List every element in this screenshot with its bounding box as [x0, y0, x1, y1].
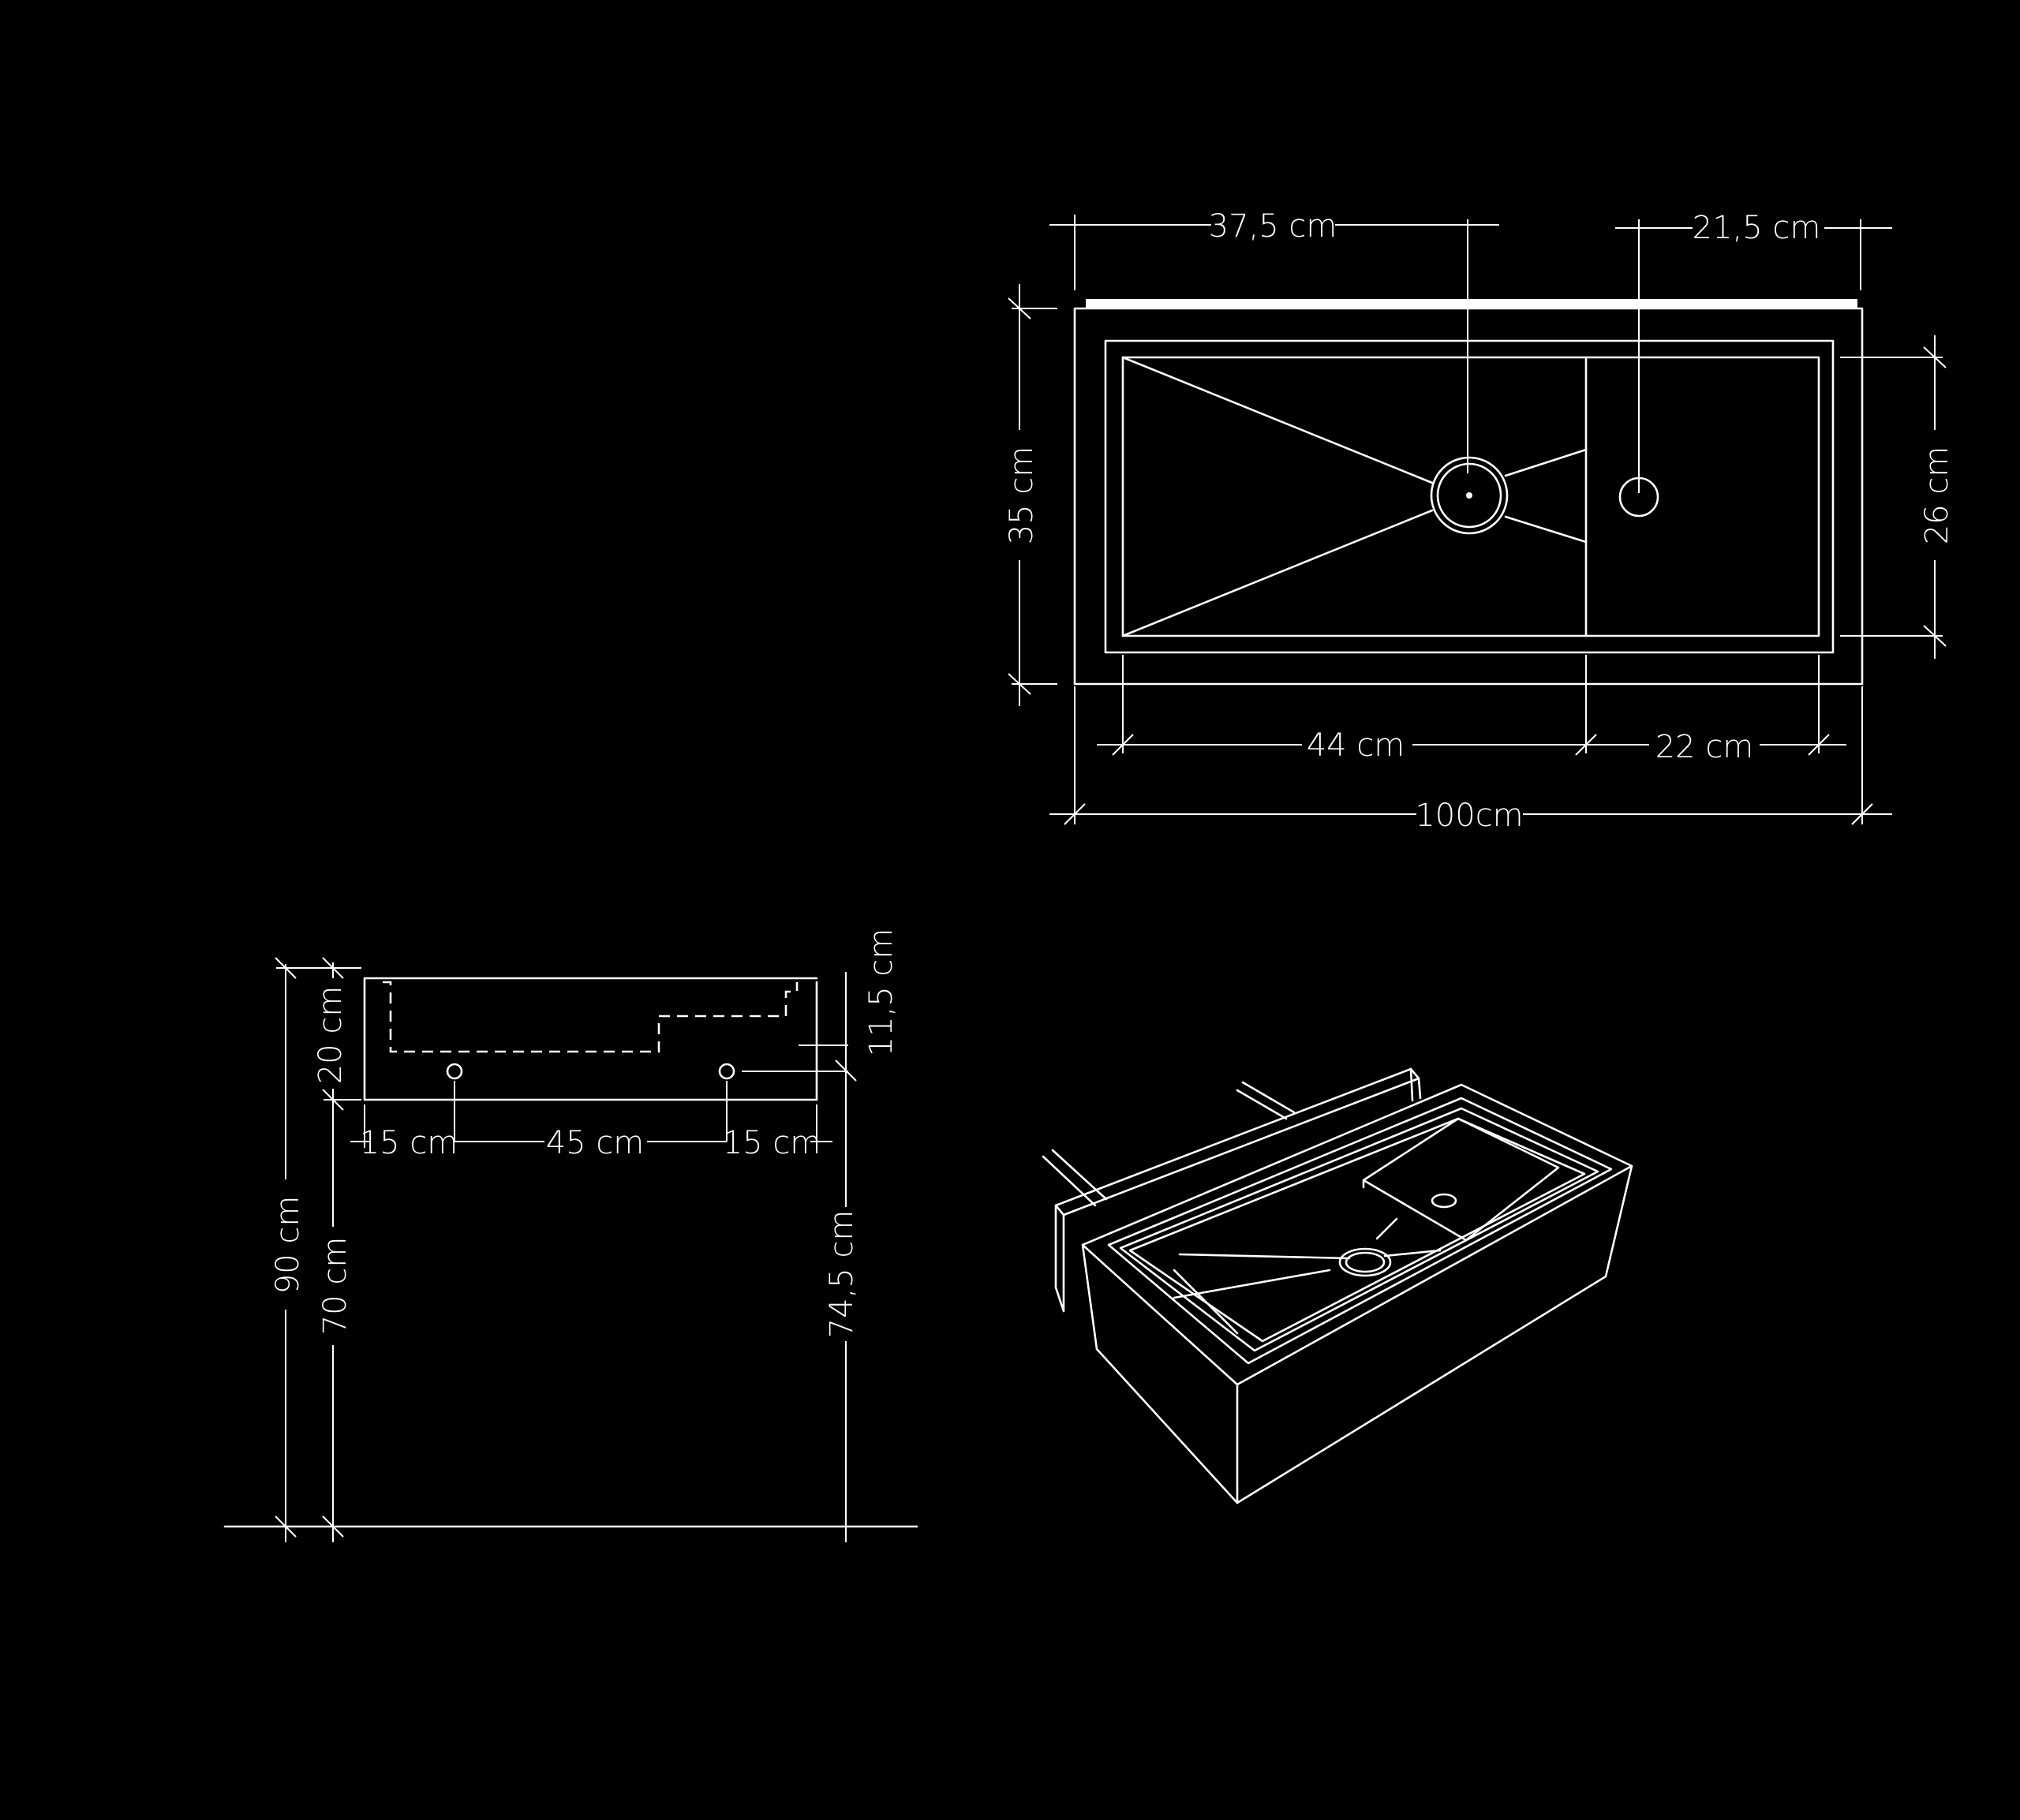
basin-inner	[1121, 356, 1820, 637]
depth-label: 35 cm	[1004, 447, 1040, 545]
soap-hole-icon	[1618, 476, 1659, 518]
basin-depth-label: 26 cm	[1919, 447, 1955, 545]
iso-soap-hole-icon	[1431, 1193, 1457, 1209]
total-width-label: 100cm	[1415, 798, 1523, 834]
iso-drain-icon	[1338, 1247, 1392, 1277]
faucet-offset-label: 37,5 cm	[1209, 208, 1337, 245]
front-view: 15 cm 45 cm 15 cm 90 cm 70 cm 20 cm 11,5…	[223, 929, 918, 1542]
spacing-left-label: 15 cm	[360, 1125, 458, 1161]
basin-width-label: 44 cm	[1307, 727, 1405, 764]
height-drain-floor-label: 74,5 cm	[824, 1210, 860, 1339]
height-drain-label: 11,5 cm	[863, 929, 900, 1057]
basin-rim	[1104, 339, 1835, 654]
spacing-right-label: 15 cm	[723, 1125, 821, 1161]
height-basin-label: 20 cm	[312, 986, 349, 1085]
vanity-outline-front	[363, 977, 818, 1101]
backsplash-bar	[1086, 299, 1857, 308]
height-total-label: 90 cm	[270, 1196, 306, 1295]
top-view: 37,5 cm 21,5 cm 35 cm	[1001, 208, 1955, 834]
soap-offset-label: 21,5 cm	[1693, 210, 1821, 246]
vanity-outline-top	[1073, 307, 1864, 686]
shelf-width-label: 22 cm	[1655, 729, 1754, 765]
height-bottom-label: 70 cm	[317, 1237, 354, 1336]
isometric-view	[1042, 1067, 1633, 1504]
spacing-middle-label: 45 cm	[546, 1125, 645, 1161]
drain-icon	[1430, 456, 1509, 535]
